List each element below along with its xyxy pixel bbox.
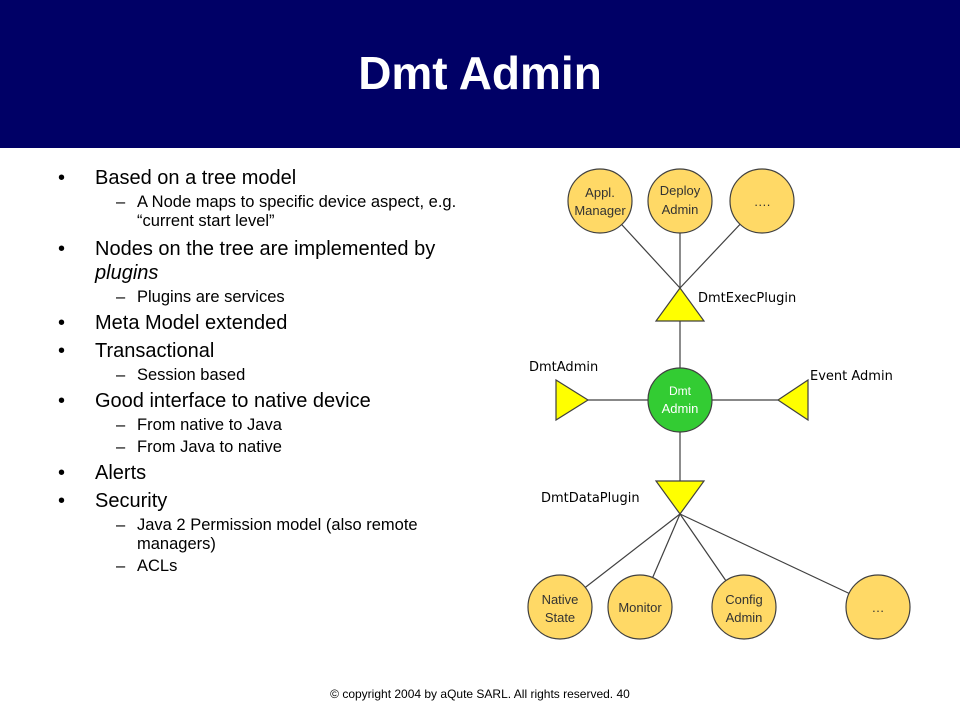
sub-bullet-text: ACLs xyxy=(137,557,178,575)
deploy-admin-node xyxy=(647,168,713,234)
dash-marker: – xyxy=(116,193,126,211)
node-label: Admin xyxy=(726,610,763,625)
bullet-text: Meta Model extended xyxy=(95,312,288,334)
bullet-text: Nodes on the tree are implemented by xyxy=(95,238,436,260)
bullet-text: Transactional xyxy=(95,340,215,362)
node-label: …. xyxy=(754,194,771,209)
sub-bullet-item: – From Java to native xyxy=(58,438,458,457)
dmt-admin-triangle xyxy=(555,378,590,422)
connector-lines xyxy=(559,200,879,608)
config-admin-node xyxy=(711,574,777,640)
sub-bullet-item: – Java 2 Permission model (also remote m… xyxy=(58,516,458,554)
bullet-marker: • xyxy=(58,490,66,512)
node-label: Dmt xyxy=(669,384,692,398)
node-label: Monitor xyxy=(618,600,662,615)
sub-bullet-item: – From native to Java xyxy=(58,416,458,435)
connector-line xyxy=(679,513,879,608)
sub-bullet-text: Java 2 Permission model (also remote man… xyxy=(137,516,418,553)
more-node xyxy=(729,168,795,234)
node-label: … xyxy=(872,600,885,615)
dash-marker: – xyxy=(116,438,126,456)
node-label: Native xyxy=(542,592,579,607)
title-bar: Dmt Admin xyxy=(0,0,960,148)
slide-title: Dmt Admin xyxy=(358,47,602,99)
bullet-marker: • xyxy=(58,462,66,484)
bullet-item: • Based on a tree model xyxy=(58,166,458,190)
event-admin-label: Event Admin xyxy=(810,369,893,384)
dash-marker: – xyxy=(116,416,126,434)
appl-manager-node xyxy=(567,168,633,234)
bullet-text: Alerts xyxy=(95,462,147,484)
node-label: Deploy xyxy=(660,183,701,198)
dash-marker: – xyxy=(116,516,126,534)
node-label: State xyxy=(545,610,575,625)
bullet-text: Good interface to native device xyxy=(95,390,371,412)
sub-bullet-item: – A Node maps to specific device aspect,… xyxy=(58,193,458,231)
bullet-text: Security xyxy=(95,490,168,512)
exec-plugin-triangle xyxy=(654,286,706,322)
sub-bullet-text: A Node maps to specific device aspect, e… xyxy=(137,193,457,230)
node-label: Manager xyxy=(574,203,626,218)
sub-bullet-text: Plugins are services xyxy=(137,288,285,306)
dash-marker: – xyxy=(116,366,126,384)
dmt-admin-label: DmtAdmin xyxy=(529,360,598,375)
bullet-item: • Transactional xyxy=(58,339,458,363)
sub-bullet-item: – Plugins are services xyxy=(58,288,458,307)
event-admin-triangle xyxy=(776,378,809,422)
data-plugin-triangle xyxy=(654,480,706,516)
copyright-footer: © copyright 2004 by aQute SARL. All righ… xyxy=(330,687,630,701)
bullet-marker: • xyxy=(58,390,66,412)
native-state-node xyxy=(527,574,593,640)
bullet-item: • Meta Model extended xyxy=(58,311,458,335)
bullet-text: Based on a tree model xyxy=(95,167,297,189)
bullet-item: • Good interface to native device xyxy=(58,389,458,413)
monitor-node xyxy=(607,574,673,640)
bullet-marker: • xyxy=(58,340,66,362)
dash-marker: – xyxy=(116,557,126,575)
bullet-marker: • xyxy=(58,238,66,260)
bullet-list: • Based on a tree model – A Node maps to… xyxy=(58,162,458,576)
exec-plugin-label: DmtExecPlugin xyxy=(698,291,796,306)
dash-marker: – xyxy=(116,288,126,306)
more-node xyxy=(845,574,911,640)
data-plugin-label: DmtDataPlugin xyxy=(541,491,640,506)
plugin-tree-diagram: Appl. Manager Deploy Admin …. DmtExecPlu… xyxy=(527,168,911,640)
bullet-marker: • xyxy=(58,312,66,334)
node-label: Admin xyxy=(662,202,699,217)
sub-bullet-text: Session based xyxy=(137,366,246,384)
bullet-item: • Nodes on the tree are implemented by p… xyxy=(58,237,458,285)
node-label: Admin xyxy=(662,401,699,416)
node-label: Config xyxy=(725,592,763,607)
sub-bullet-text: From native to Java xyxy=(137,416,282,434)
sub-bullet-text: From Java to native xyxy=(137,438,282,456)
node-label: Appl. xyxy=(585,185,615,200)
sub-bullet-item: – Session based xyxy=(58,366,458,385)
bullet-item: • Security xyxy=(58,489,458,513)
bullet-marker: • xyxy=(58,167,66,189)
sub-bullet-item: – ACLs xyxy=(58,557,458,576)
dmt-admin-center-node xyxy=(647,367,713,433)
bullet-text-italic: plugins xyxy=(95,262,159,284)
bullet-item: • Alerts xyxy=(58,461,458,485)
